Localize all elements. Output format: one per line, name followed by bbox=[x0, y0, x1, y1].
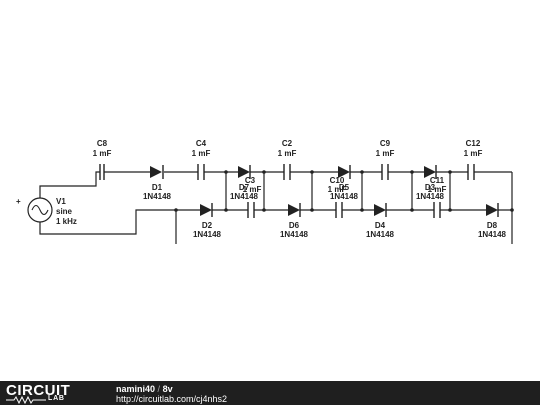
junction-node bbox=[360, 170, 364, 174]
junction-node bbox=[410, 170, 414, 174]
capacitor-c4[interactable]: C4 1 mF bbox=[192, 139, 211, 180]
schematic: + V1 sine 1 kHz C8 1 mF C4 1 mF C2 1 mF … bbox=[16, 139, 514, 244]
diode-d8[interactable]: D8 1N4148 bbox=[478, 203, 507, 239]
c9-value: 1 mF bbox=[376, 149, 395, 158]
sine-source-icon bbox=[27, 197, 53, 223]
junction-node bbox=[310, 208, 314, 212]
c10-name: C10 bbox=[330, 176, 345, 185]
diode-d7[interactable]: D7 1N4148 bbox=[230, 165, 259, 201]
diode-d2[interactable]: D2 1N4148 bbox=[193, 203, 222, 239]
c11-name: C11 bbox=[430, 176, 445, 185]
plus-sign: + bbox=[16, 197, 21, 206]
d7-name: D7 bbox=[239, 183, 250, 192]
diode-triangle-icon bbox=[288, 204, 300, 216]
c12-name: C12 bbox=[466, 139, 481, 148]
wire-source-bottom bbox=[39, 209, 176, 235]
wire-output-stubs bbox=[175, 210, 513, 244]
junction-node bbox=[360, 208, 364, 212]
diode-d5[interactable]: D5 1N4148 bbox=[330, 165, 359, 201]
voltage-source-v1[interactable]: + V1 sine 1 kHz bbox=[16, 197, 77, 226]
v1-name: V1 bbox=[56, 197, 66, 206]
circuit-meta: namini40 / 8v http://circuitlab.com/cj4n… bbox=[116, 384, 227, 404]
junction-node bbox=[410, 208, 414, 212]
diode-triangle-icon bbox=[150, 166, 162, 178]
d4-part: 1N4148 bbox=[366, 230, 395, 239]
author-link[interactable]: namini40 bbox=[116, 384, 156, 394]
diode-triangle-icon bbox=[424, 166, 436, 178]
junction-node bbox=[224, 170, 228, 174]
d3-part: 1N4148 bbox=[416, 192, 445, 201]
diode-triangle-icon bbox=[238, 166, 250, 178]
c10-value: 1 mF bbox=[328, 185, 347, 194]
junction-node bbox=[310, 170, 314, 174]
junction-node bbox=[174, 208, 178, 212]
circuit-name[interactable]: 8v bbox=[162, 384, 173, 394]
capacitor-c2[interactable]: C2 1 mF bbox=[278, 139, 297, 180]
junction-node bbox=[262, 170, 266, 174]
c12-value: 1 mF bbox=[464, 149, 483, 158]
wire-verticals bbox=[225, 172, 513, 210]
c4-name: C4 bbox=[196, 139, 207, 148]
d2-part: 1N4148 bbox=[193, 230, 222, 239]
logo-text-bottom: LAB bbox=[48, 395, 65, 402]
d5-part: 1N4148 bbox=[330, 192, 359, 201]
footer-bar: CIRCUIT LAB namini40 / 8v http://circuit… bbox=[0, 381, 540, 405]
c8-name: C8 bbox=[97, 139, 108, 148]
c2-name: C2 bbox=[282, 139, 293, 148]
diode-d1[interactable]: D1 1N4148 bbox=[143, 165, 172, 201]
junction-node bbox=[224, 208, 228, 212]
capacitor-c3[interactable]: C3 1 mF bbox=[243, 176, 262, 218]
d6-name: D6 bbox=[289, 221, 300, 230]
capacitor-c8[interactable]: C8 1 mF bbox=[93, 139, 112, 180]
diode-d3[interactable]: D3 1N4148 bbox=[416, 165, 445, 201]
junction-node bbox=[448, 208, 452, 212]
c9-name: C9 bbox=[380, 139, 391, 148]
d8-part: 1N4148 bbox=[478, 230, 507, 239]
c8-value: 1 mF bbox=[93, 149, 112, 158]
v1-type: sine bbox=[56, 207, 73, 216]
capacitor-c11[interactable]: C11 1 mF bbox=[428, 176, 447, 218]
diode-triangle-icon bbox=[374, 204, 386, 216]
diode-d6[interactable]: D6 1N4148 bbox=[280, 203, 309, 239]
d1-part: 1N4148 bbox=[143, 192, 172, 201]
sine-wave-icon bbox=[31, 204, 49, 216]
d8-name: D8 bbox=[487, 221, 498, 230]
diode-triangle-icon bbox=[486, 204, 498, 216]
d3-name: D3 bbox=[425, 183, 436, 192]
wire-source-top bbox=[39, 171, 100, 198]
capacitor-c10[interactable]: C10 1 mF bbox=[328, 176, 347, 218]
junction-node bbox=[510, 208, 514, 212]
d4-name: D4 bbox=[375, 221, 386, 230]
c11-value: 1 mF bbox=[428, 185, 447, 194]
d5-name: D5 bbox=[339, 183, 350, 192]
circuit-url[interactable]: http://circuitlab.com/cj4nhs2 bbox=[116, 394, 228, 404]
d1-name: D1 bbox=[152, 183, 163, 192]
logo-text-top: CIRCUIT bbox=[6, 382, 71, 399]
junction-nodes bbox=[174, 170, 514, 212]
title-separator: / bbox=[157, 384, 161, 394]
junction-node bbox=[448, 170, 452, 174]
resistor-wave-icon bbox=[6, 396, 46, 404]
v1-frequency: 1 kHz bbox=[56, 217, 77, 226]
capacitor-c12[interactable]: C12 1 mF bbox=[464, 139, 483, 180]
diode-d4[interactable]: D4 1N4148 bbox=[366, 203, 395, 239]
d7-part: 1N4148 bbox=[230, 192, 259, 201]
circuitlab-logo[interactable]: CIRCUIT LAB bbox=[6, 382, 96, 404]
c3-name: C3 bbox=[245, 176, 256, 185]
diode-triangle-icon bbox=[338, 166, 350, 178]
capacitor-c9[interactable]: C9 1 mF bbox=[376, 139, 395, 180]
c4-value: 1 mF bbox=[192, 149, 211, 158]
diode-triangle-icon bbox=[200, 204, 212, 216]
d2-name: D2 bbox=[202, 221, 213, 230]
c2-value: 1 mF bbox=[278, 149, 297, 158]
junction-node bbox=[262, 208, 266, 212]
wires bbox=[39, 171, 513, 244]
circuit-title-line: namini40 / 8v bbox=[116, 384, 227, 394]
d6-part: 1N4148 bbox=[280, 230, 309, 239]
c3-value: 1 mF bbox=[243, 185, 262, 194]
